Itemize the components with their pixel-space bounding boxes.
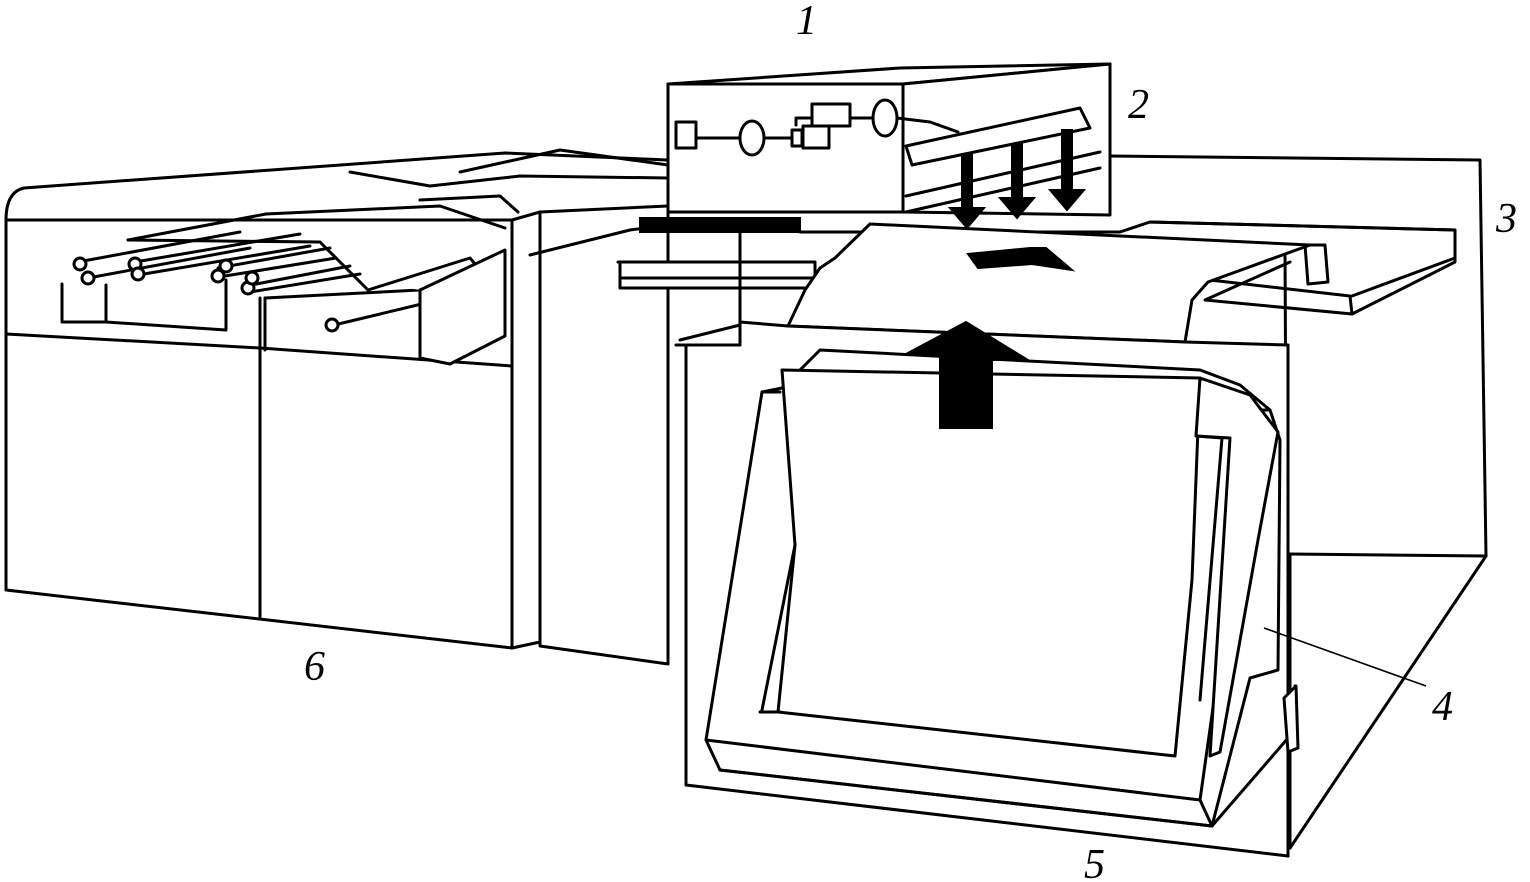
transport-rollers <box>72 230 432 333</box>
exposure-head-plate <box>904 106 1092 167</box>
label-2: 2 <box>1128 82 1149 128</box>
up-arrow-large <box>902 320 1032 429</box>
optical-schematic <box>674 98 960 157</box>
frame-outline <box>1108 154 1488 558</box>
leader-line-4 <box>1263 627 1427 687</box>
up-arrow-small <box>966 247 1076 272</box>
exit-tray <box>418 248 507 366</box>
label-6: 6 <box>304 644 325 690</box>
label-4: 4 <box>1432 684 1453 730</box>
label-5: 5 <box>1084 842 1105 882</box>
label-1: 1 <box>796 0 817 44</box>
front-cabinet <box>684 320 1427 858</box>
label-3: 3 <box>1495 196 1517 242</box>
platen-bar <box>639 217 801 233</box>
callout-labels: 1 2 3 4 5 6 <box>304 0 1517 882</box>
down-arrows <box>947 129 1087 230</box>
middle-column <box>510 204 670 666</box>
imaging-unit-front <box>666 82 905 214</box>
exposure-head <box>904 106 1102 230</box>
left-paper-unit <box>4 148 670 650</box>
